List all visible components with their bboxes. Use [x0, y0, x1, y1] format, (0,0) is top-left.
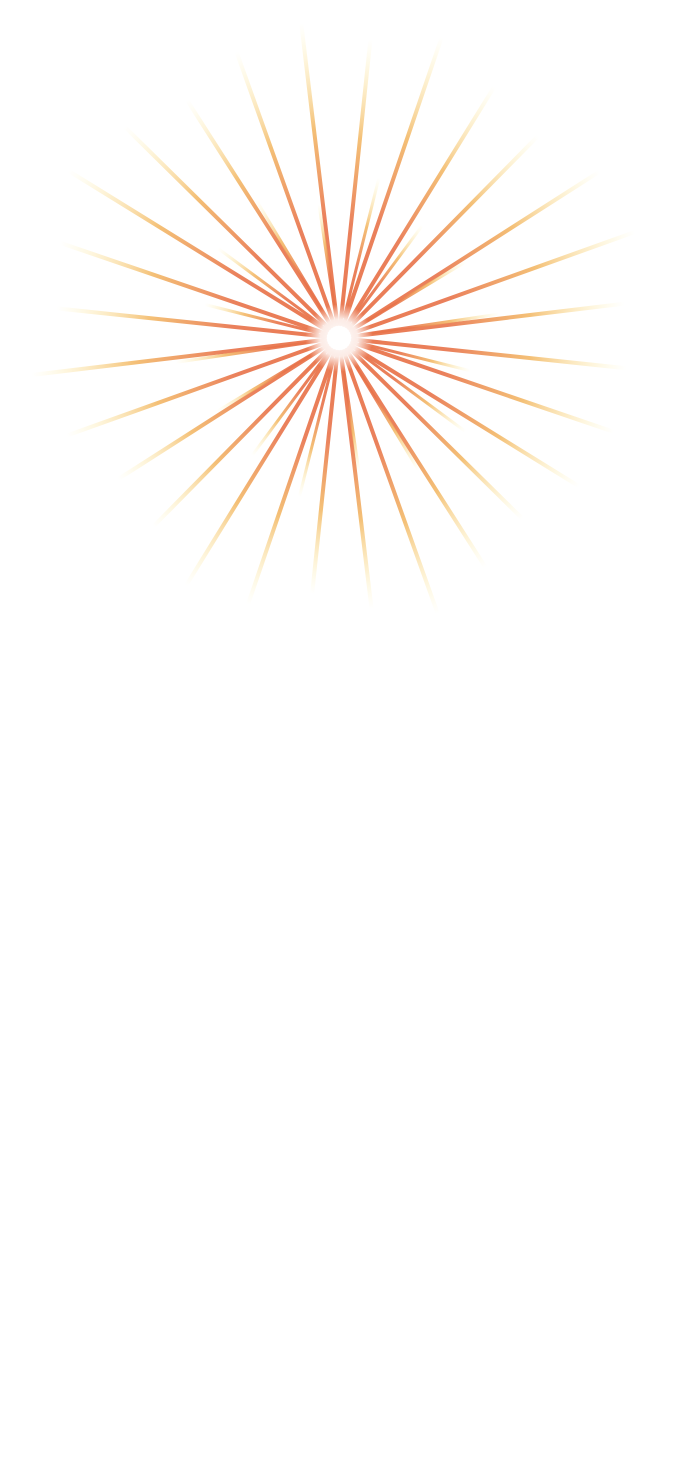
burst-ray	[341, 349, 440, 616]
burst-ray	[246, 349, 337, 607]
burst-ray-short	[355, 349, 467, 433]
burst-ray	[185, 98, 334, 329]
burst-ray	[347, 345, 525, 521]
burst-ray-short	[317, 203, 338, 318]
firework-burst	[29, 21, 637, 616]
burst-ray	[65, 340, 328, 438]
burst-ray-short	[358, 341, 472, 373]
burst-ray	[348, 343, 581, 489]
center-glow	[305, 304, 373, 372]
burst-ray	[310, 349, 340, 597]
burst-ray	[338, 349, 374, 612]
burst-ray-short	[350, 224, 424, 322]
burst-ray	[58, 240, 328, 336]
burst-ray-short	[356, 260, 468, 329]
burst-ray	[344, 347, 488, 570]
burst-ray	[350, 301, 627, 339]
burst-ray	[66, 169, 330, 333]
burst-ray-short	[215, 347, 322, 413]
burst-ray-short	[297, 357, 336, 499]
burst-ray-short	[203, 303, 320, 335]
burst-ray	[344, 84, 497, 329]
burst-ray	[151, 346, 332, 529]
burst-ray	[348, 169, 602, 333]
burst-ray	[350, 230, 637, 336]
burst-ray	[338, 37, 373, 327]
burst-ray	[116, 343, 330, 481]
burst-ray	[341, 35, 444, 327]
burst-ray	[234, 49, 337, 327]
burst-ray	[350, 337, 629, 371]
burst-ray	[346, 134, 540, 330]
burst-ray	[299, 21, 340, 327]
burst-ray	[29, 337, 328, 377]
burst-ray-short	[250, 354, 328, 457]
burst-ray-short	[216, 246, 323, 327]
burst-ray-short	[340, 358, 361, 475]
burst-ray-short	[348, 355, 421, 473]
burst-ray	[122, 124, 331, 331]
burst-ray	[54, 306, 328, 339]
burst-ray-short	[342, 176, 381, 319]
firework-center-glow	[305, 304, 373, 372]
burst-ray	[184, 347, 334, 588]
burst-ray-short	[174, 339, 319, 364]
burst-ray-short	[254, 198, 330, 321]
burst-ray	[350, 340, 616, 434]
burst-ray-short	[359, 312, 501, 337]
